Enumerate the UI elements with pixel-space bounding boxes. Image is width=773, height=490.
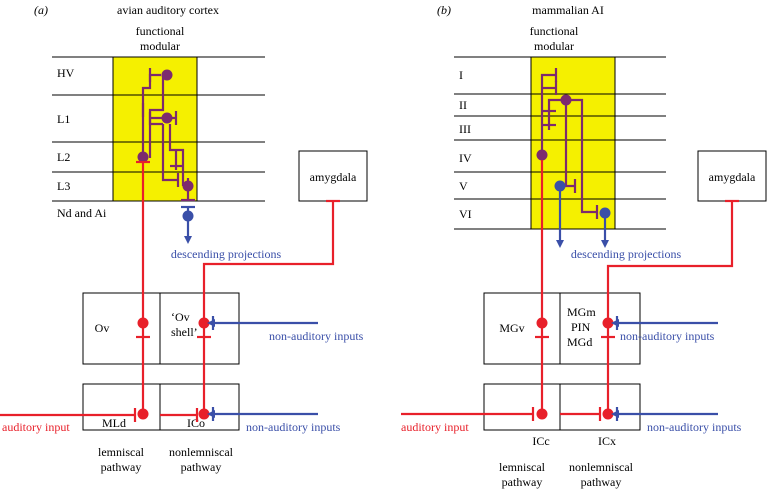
panel-a-non-auditory-upper (207, 316, 318, 330)
panel-b-module-title-2: modular (534, 39, 574, 53)
panel-a-thal-right-1: ‘Ov (171, 310, 190, 324)
panel-b-nonlemniscal-cells (602, 317, 614, 420)
panel-a-thal-right-2: shell’ (171, 325, 198, 339)
panel-b-microcircuit (540, 68, 599, 219)
panel-a-non-auditory-lower-label: non-auditory inputs (246, 420, 341, 434)
panel-a-layer-lines (52, 56, 265, 202)
panel-b-mid-right: ICx (598, 434, 616, 448)
panel-a-mid-left: MLd (102, 416, 126, 430)
panel-b-thalamus-box (483, 292, 641, 365)
panel-b-lemniscal-2: pathway (502, 475, 543, 489)
panel-b-module-title-1: functional (530, 24, 579, 38)
panel-a-cell-l2 (137, 151, 149, 163)
panel-b-purple-cells (536, 94, 572, 161)
panel-b-cell-iv (536, 149, 548, 161)
panel-a-module-title-1: functional (136, 24, 185, 38)
panel-a-module-title-2: modular (140, 39, 180, 53)
panel-a-functional-module (112, 56, 198, 202)
panel-a-auditory-input-label: auditory input (2, 420, 70, 434)
panel-b-layer-iii: III (459, 122, 471, 136)
panel-a-nonlemniscal-1: nonlemniscal (169, 445, 234, 459)
panel-b-layer-v: V (459, 179, 468, 193)
panel-a-nonlemniscal-path (160, 199, 340, 422)
panel-b-descending-label: descending projections (571, 247, 682, 261)
panel-a-nonlemniscal-cells (198, 317, 210, 420)
panel-a-non-auditory-upper-label: non-auditory inputs (269, 329, 364, 343)
panel-b-non-auditory-lower-label: non-auditory inputs (647, 420, 742, 434)
panel-b-thal-left: MGv (499, 321, 524, 335)
panel-b-nonlemniscal-2: pathway (581, 475, 622, 489)
panel-b-thal-right-2: PIN (571, 320, 591, 334)
panel-a-thal-left: Ov (95, 321, 110, 335)
panel-a-descending-label: descending projections (171, 247, 282, 261)
panel-b-layer-ii: II (459, 98, 467, 112)
panel-a-purple-cells (137, 69, 194, 192)
panel-a-layer-l2: L2 (57, 150, 70, 164)
panel-b: (b) mammalian AI functional modular I II… (401, 3, 767, 489)
panel-a-cell-l3 (182, 180, 194, 192)
panel-a-layer-hv: HV (57, 66, 75, 80)
panel-b-thal-right-1: MGm (567, 305, 596, 319)
panel-b-thal-right-3: MGd (567, 335, 592, 349)
panel-a-amygdala-box (298, 150, 368, 202)
panel-a: (a) avian auditory cortex functional mod… (0, 3, 368, 474)
panel-b-layer-vi: VI (459, 207, 472, 221)
panel-b-amygdala-box (697, 150, 767, 202)
panel-a-layer-nd-ai: Nd and Ai (57, 206, 107, 220)
panel-a-title: avian auditory cortex (117, 3, 219, 17)
panel-b-lemniscal-cells (536, 317, 548, 420)
panel-a-non-auditory-lower (207, 407, 318, 421)
panel-b-nonlemniscal-path (560, 199, 739, 421)
panel-a-lemniscal-path (0, 160, 150, 422)
panel-b-descending (554, 180, 611, 248)
panel-a-lemniscal-2: pathway (101, 460, 142, 474)
panel-b-mid-left: ICc (532, 434, 549, 448)
panel-b-title: mammalian AI (532, 3, 604, 17)
panel-a-layer-l3: L3 (57, 179, 70, 193)
panel-b-auditory-input-label: auditory input (401, 420, 469, 434)
panel-b-lemniscal-1: lemniscal (499, 460, 546, 474)
panel-b-label: (b) (437, 3, 451, 17)
panel-a-lemniscal-cells (137, 317, 149, 420)
panel-a-amygdala-label: amygdala (310, 170, 357, 184)
panel-b-layer-iv: IV (459, 151, 472, 165)
panel-a-descending (181, 205, 195, 244)
panel-b-lemniscal-path (401, 160, 549, 421)
panel-b-midbrain-box (483, 383, 641, 431)
panel-b-non-auditory-upper-label: non-auditory inputs (620, 329, 715, 343)
panel-b-functional-module (530, 56, 616, 230)
panel-b-layer-i: I (459, 68, 463, 82)
panel-a-mid-right: ICo (187, 416, 205, 430)
panel-a-layer-l1: L1 (57, 112, 70, 126)
panel-a-label: (a) (34, 3, 48, 17)
panel-a-cell-l1 (161, 112, 173, 124)
panel-a-cell-hv (161, 69, 173, 81)
panel-b-cell-ii (560, 94, 572, 106)
panel-b-amygdala-label: amygdala (709, 170, 756, 184)
panel-b-non-auditory-lower (611, 407, 718, 421)
panel-b-non-auditory-upper (611, 316, 718, 330)
panel-a-nonlemniscal-2: pathway (181, 460, 222, 474)
panel-b-nonlemniscal-1: nonlemniscal (569, 460, 634, 474)
panel-a-lemniscal-1: lemniscal (98, 445, 145, 459)
